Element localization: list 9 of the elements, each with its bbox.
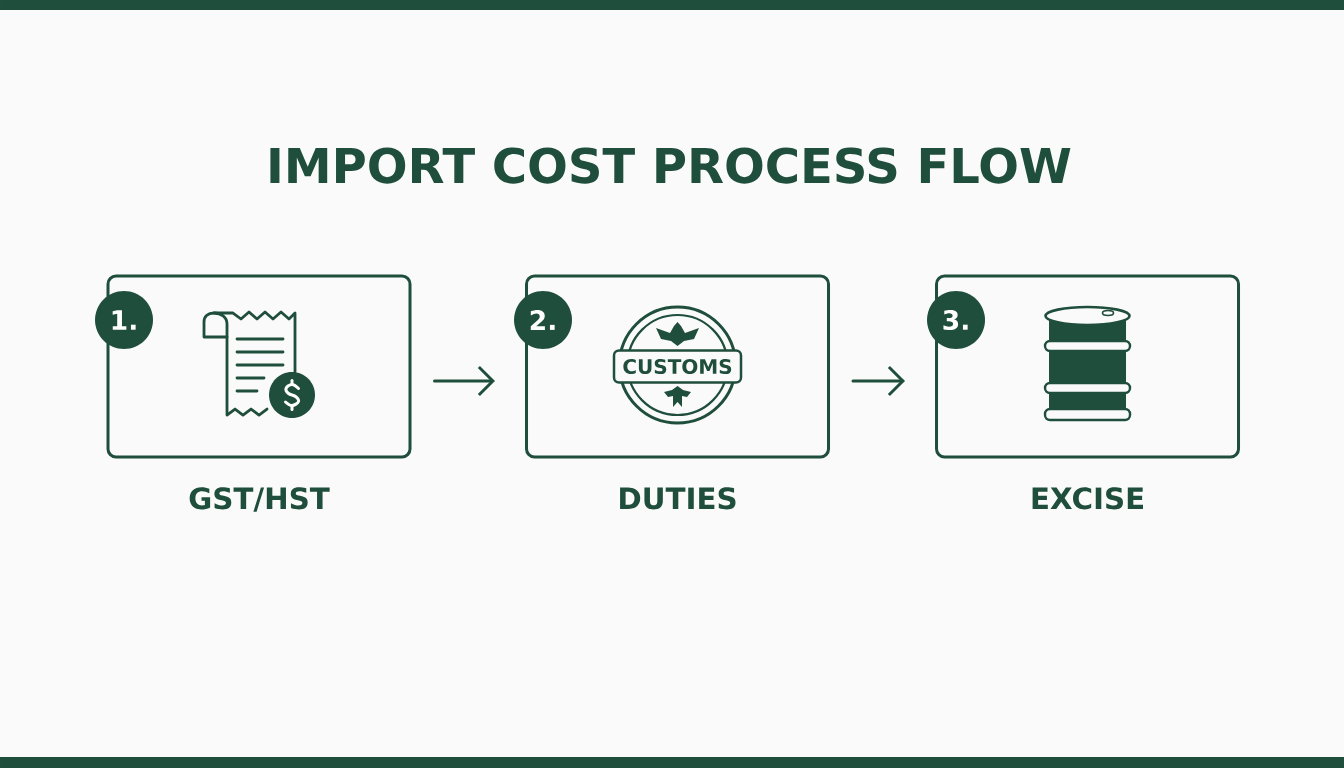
step-label: GST/HST [189, 487, 330, 512]
arrow [433, 365, 495, 397]
title: IMPORT COST PROCESS FLOW [270, 147, 1071, 184]
number-badge: 1. [95, 291, 153, 349]
number-badge: 2. [514, 291, 572, 349]
stamp-banner: CUSTOMS [612, 349, 743, 384]
step-label: DUTIES [620, 487, 736, 510]
step-label: EXCISE [1032, 487, 1143, 510]
number-badge: 3. [927, 291, 985, 349]
